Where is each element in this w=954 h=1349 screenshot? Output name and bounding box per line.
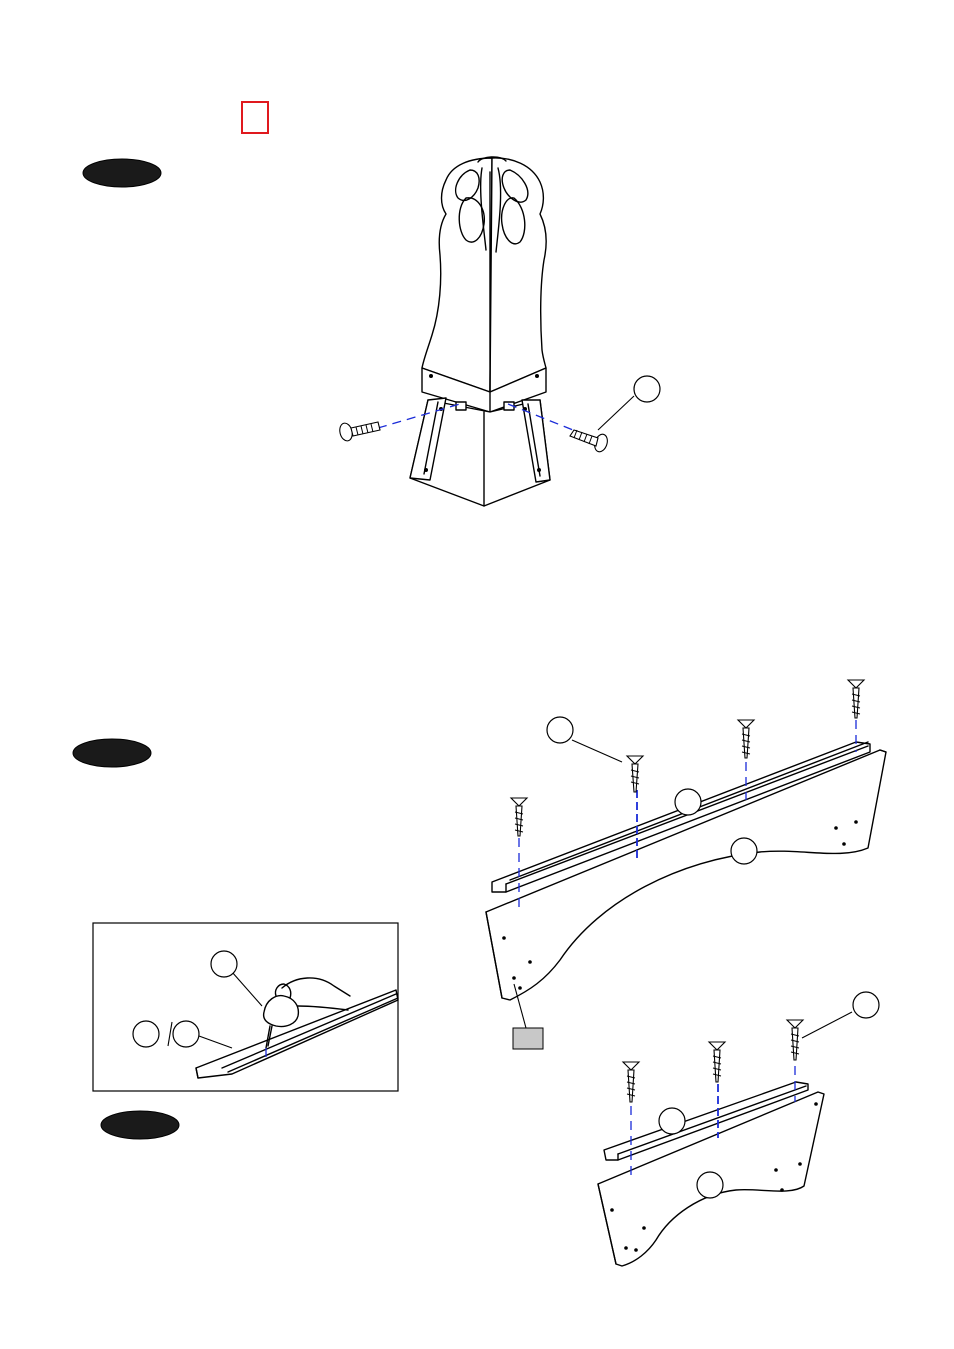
callout-glue-bottle: [210, 950, 238, 978]
callout-leg-screw: [633, 375, 661, 403]
step-oval-1: [82, 158, 162, 188]
callout-inset-part-2: [172, 1020, 200, 1048]
step-oval-2: [72, 738, 152, 768]
step-oval-3: [100, 1110, 180, 1140]
screw-icon: [707, 1041, 727, 1083]
screw-icon: [625, 755, 645, 793]
inset-rail: [195, 989, 399, 1079]
callout-lower-panel: [696, 1171, 724, 1199]
screw-icon: [621, 1061, 641, 1103]
callout-rail: [674, 788, 702, 816]
screw-icon: [339, 421, 381, 442]
callout-lower-rail-screw: [852, 991, 880, 1019]
upper-panel: [485, 741, 887, 1001]
red-square-marker: [241, 101, 269, 134]
screw-icon: [785, 1019, 805, 1061]
screw-icon: [736, 719, 756, 759]
table-leg: [409, 156, 551, 507]
callout-lower-rail: [658, 1107, 686, 1135]
screw-icon: [846, 679, 866, 719]
inset-frame: [92, 922, 399, 1092]
callout-panel: [730, 837, 758, 865]
glue-bottle-icon: [262, 977, 351, 1049]
callout-inset-part-1: [132, 1020, 160, 1048]
screw-icon: [509, 797, 529, 837]
callout-rail-screw: [546, 716, 574, 744]
part-tag-icon: [512, 1027, 544, 1050]
screw-icon: [569, 429, 608, 453]
